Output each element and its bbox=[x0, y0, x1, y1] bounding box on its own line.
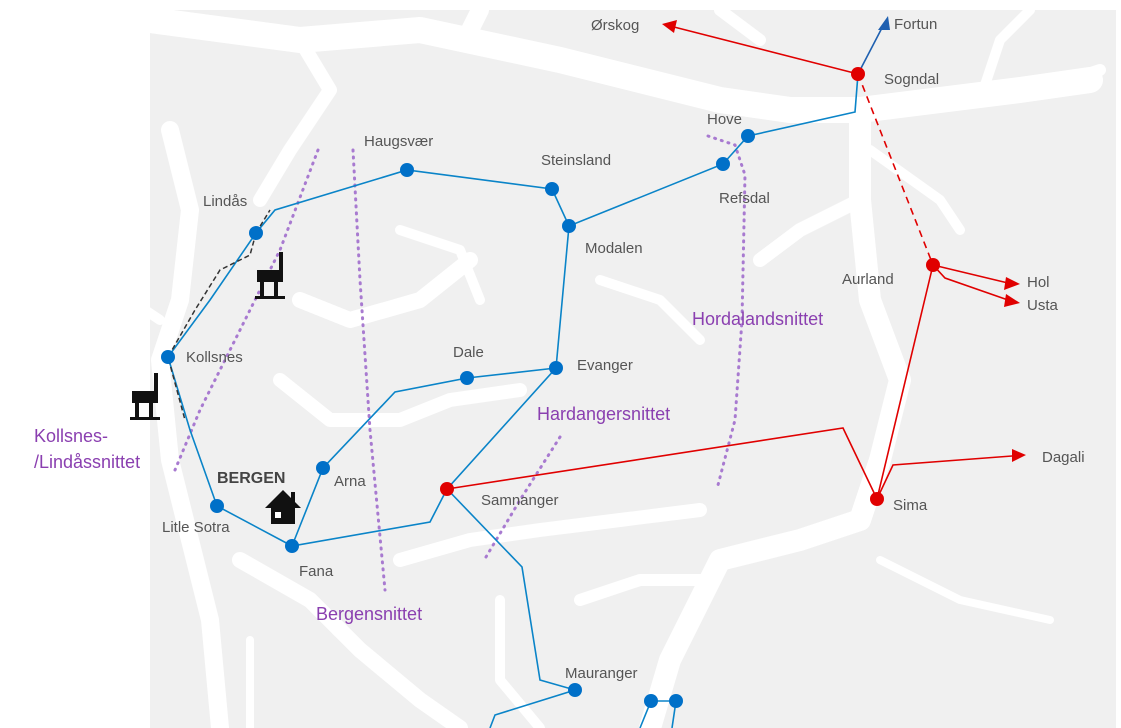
label-bergen: BERGEN bbox=[217, 470, 286, 487]
arrow-fortun bbox=[878, 16, 890, 30]
label-litle-sotra: Litle Sotra bbox=[162, 519, 230, 536]
label-modalen: Modalen bbox=[585, 240, 643, 257]
oil-platform-icon bbox=[130, 373, 160, 420]
section-label-line2: /Lindåssnittet bbox=[34, 452, 141, 472]
label-sogndal: Sogndal bbox=[884, 71, 940, 88]
label-hordaland-section: Hordalandsnittet bbox=[692, 309, 824, 329]
section-lines bbox=[173, 134, 747, 592]
label-haugsvaer: Haugsvær bbox=[364, 133, 434, 150]
label-dale: Dale bbox=[453, 344, 484, 361]
label-refsdal: Refsdal bbox=[719, 190, 770, 207]
label-aurland: Aurland bbox=[842, 271, 894, 288]
label-kollsnes-lindas-section: Kollsnes- /Lindåssnittet bbox=[34, 423, 140, 475]
label-hove: Hove bbox=[707, 111, 743, 128]
label-hol: Hol bbox=[1027, 274, 1050, 291]
label-arna: Arna bbox=[334, 473, 366, 490]
label-steinsland: Steinsland bbox=[541, 152, 612, 169]
kollsnes-lindas-section bbox=[173, 148, 320, 472]
label-lindas: Lindås bbox=[203, 193, 248, 210]
red-arrows bbox=[662, 20, 1026, 462]
label-mauranger: Mauranger bbox=[565, 665, 638, 682]
label-bergen-section: Bergensnittet bbox=[316, 604, 423, 624]
label-samnanger: Samnanger bbox=[481, 492, 559, 509]
bergen-section bbox=[351, 148, 387, 592]
label-fortun: Fortun bbox=[894, 16, 938, 33]
label-hardanger-section: Hardangersnittet bbox=[537, 404, 671, 424]
blue-nodes bbox=[161, 129, 755, 708]
label-dagali: Dagali bbox=[1042, 449, 1085, 466]
red-nodes bbox=[440, 67, 940, 506]
house-icon bbox=[265, 490, 301, 524]
label-orskog: Ørskog bbox=[591, 17, 640, 34]
label-evanger: Evanger bbox=[577, 357, 633, 374]
label-kollsnes: Kollsnes bbox=[186, 349, 243, 366]
oil-platform-icon bbox=[255, 252, 285, 299]
hordaland-section bbox=[706, 134, 747, 487]
label-usta: Usta bbox=[1027, 297, 1058, 314]
label-sima: Sima bbox=[893, 497, 928, 514]
section-label-line1: Kollsnes- bbox=[34, 426, 109, 446]
label-fana: Fana bbox=[299, 563, 334, 580]
fjords bbox=[125, 1, 1106, 728]
